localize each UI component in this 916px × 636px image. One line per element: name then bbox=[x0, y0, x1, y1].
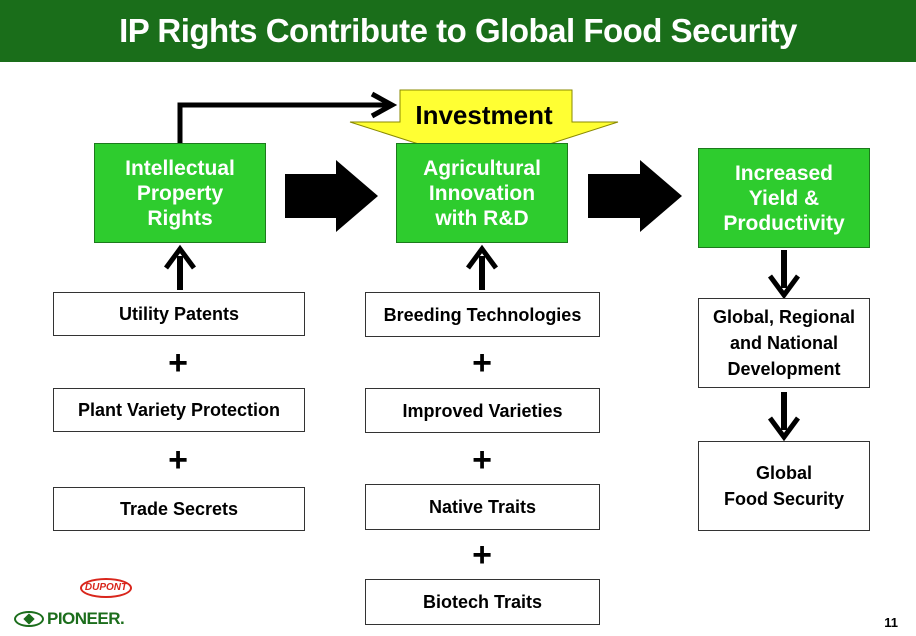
up-arrow-middle bbox=[465, 244, 499, 290]
page-title: IP Rights Contribute to Global Food Secu… bbox=[0, 0, 916, 62]
trade-secrets-box: Trade Secrets bbox=[53, 487, 305, 531]
native-traits-box: Native Traits bbox=[365, 484, 600, 530]
improved-varieties-box: Improved Varieties bbox=[365, 388, 600, 433]
up-arrow-left bbox=[163, 244, 197, 290]
block-arrow-1 bbox=[285, 160, 378, 232]
investment-label: Investment bbox=[415, 100, 553, 130]
biotech-traits-box: Biotech Traits bbox=[365, 579, 600, 625]
plus-sign: + bbox=[168, 441, 188, 479]
pioneer-logo: PIONEER. bbox=[14, 608, 125, 630]
global-food-security-box: Global Food Security bbox=[698, 441, 870, 531]
page-number: 11 bbox=[884, 615, 898, 630]
ag-innovation-box: Agricultural Innovation with R&D bbox=[396, 143, 568, 243]
pioneer-logo-text: PIONEER. bbox=[47, 609, 125, 628]
plus-sign: + bbox=[472, 344, 492, 382]
plus-sign: + bbox=[472, 536, 492, 574]
ip-to-investment-arrowhead bbox=[370, 91, 398, 119]
global-development-box: Global, Regional and National Developmen… bbox=[698, 298, 870, 388]
down-arrow-2 bbox=[767, 392, 801, 442]
breeding-technologies-box: Breeding Technologies bbox=[365, 292, 600, 337]
ip-to-investment-line bbox=[177, 102, 392, 145]
increased-yield-box: Increased Yield & Productivity bbox=[698, 148, 870, 248]
plus-sign: + bbox=[472, 441, 492, 479]
plus-sign: + bbox=[168, 344, 188, 382]
block-arrow-2 bbox=[588, 160, 682, 232]
utility-patents-box: Utility Patents bbox=[53, 292, 305, 336]
plant-variety-protection-box: Plant Variety Protection bbox=[53, 388, 305, 432]
dupont-logo: DUPONT bbox=[80, 578, 132, 598]
pioneer-mark-icon bbox=[14, 611, 44, 627]
ip-rights-box: Intellectual Property Rights bbox=[94, 143, 266, 243]
down-arrow-1 bbox=[767, 250, 801, 300]
